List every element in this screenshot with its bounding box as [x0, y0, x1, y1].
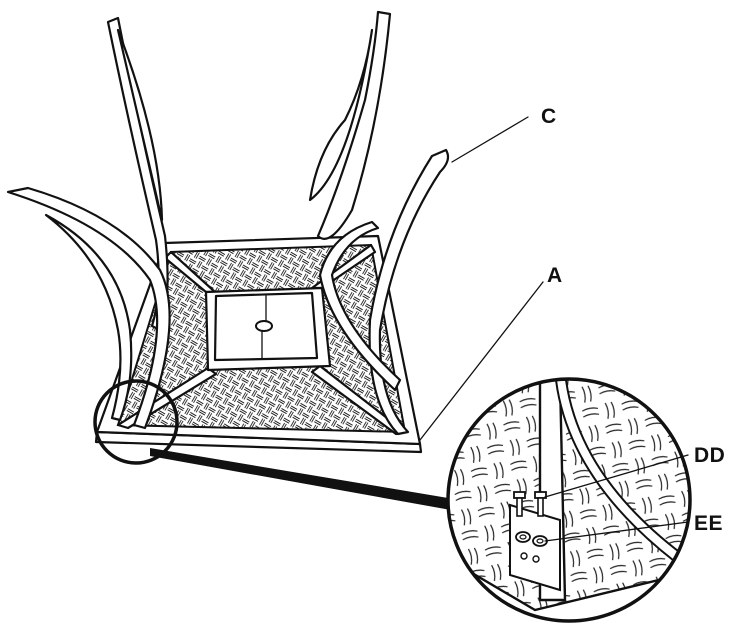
leader-c [451, 116, 529, 163]
detail-circle [93, 379, 179, 465]
label-ee: EE [694, 512, 724, 535]
leader-ee [544, 521, 689, 542]
leader-a [419, 281, 544, 441]
bolt-dd [513, 491, 547, 517]
label-dd: DD [694, 444, 726, 467]
label-a: A [547, 264, 563, 287]
table-legs [6, 10, 450, 436]
zoom-circle [446, 377, 692, 623]
label-c: C [541, 105, 557, 128]
zoom-detail [448, 379, 690, 621]
zoom-connector [150, 448, 462, 512]
leader-dd [544, 454, 689, 498]
